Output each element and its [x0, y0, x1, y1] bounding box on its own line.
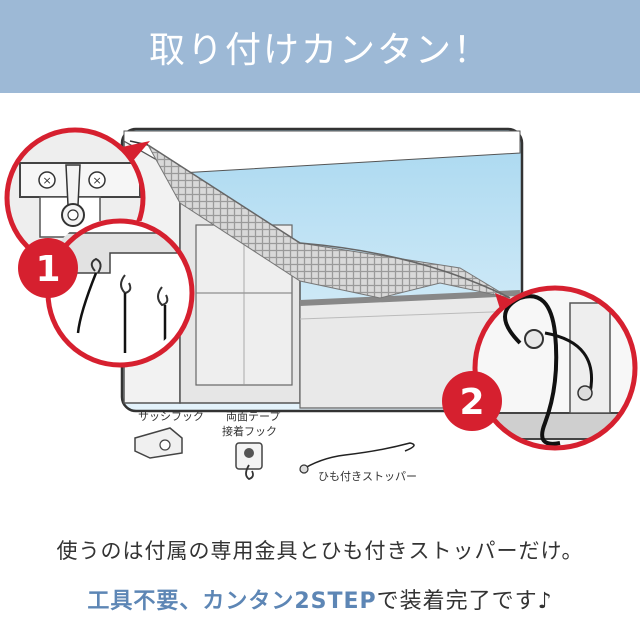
part-sash-hook: サッシフック	[134, 410, 204, 459]
step-1-badge: 1	[18, 238, 78, 298]
detail-stopper	[472, 285, 638, 451]
step-2-badge: 2	[442, 371, 502, 431]
caption-line-1: 使うのは付属の専用金具とひも付きストッパーだけ。	[56, 539, 584, 563]
caption-rest: で装着完了です♪	[376, 589, 553, 614]
tape-hook-label-1: 両面テープ	[226, 410, 280, 423]
svg-text:×: ×	[93, 174, 102, 187]
header-banner: 取り付けカンタン！	[0, 0, 640, 93]
step-1-number: 1	[35, 249, 60, 290]
installation-illustration: × ×	[4, 127, 638, 483]
sash-hook-label: サッシフック	[138, 410, 204, 423]
tape-hook-label-2: 接着フック	[222, 424, 277, 438]
caption-accent: 工具不要、カンタン2STEP	[87, 589, 377, 614]
step-2-number: 2	[459, 382, 484, 423]
caption-line-2: 工具不要、カンタン2STEPで装着完了です♪	[0, 583, 640, 615]
header-title: 取り付けカンタン！	[148, 29, 491, 71]
part-string-stopper: ひも付きストッパー	[299, 442, 417, 483]
part-adhesive-hook: 両面テープ 接着フック	[222, 410, 280, 480]
balcony-scene	[120, 127, 524, 413]
stopper-label: ひも付きストッパー	[318, 470, 417, 483]
svg-text:×: ×	[43, 174, 52, 187]
